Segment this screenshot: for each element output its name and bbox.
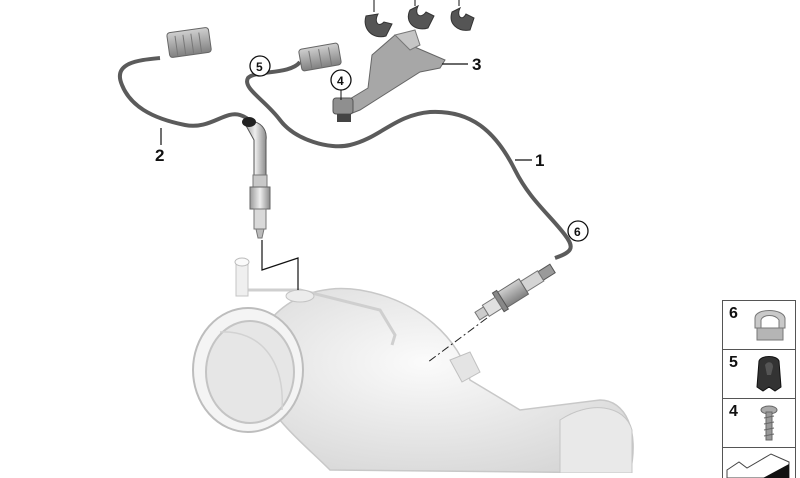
legend-item-4[interactable]: 4 <box>723 399 795 448</box>
screw-icon <box>760 405 778 441</box>
leader-line-2 <box>261 240 299 290</box>
callout-1: 1 <box>535 151 544 170</box>
svg-text:5: 5 <box>256 60 263 74</box>
callout-6-circled: 6 <box>567 220 589 242</box>
sensor-1-cable <box>245 60 573 260</box>
clips-top <box>364 0 475 38</box>
bracket-3 <box>332 29 446 122</box>
parts-legend: 6 5 4 <box>722 300 796 478</box>
svg-text:6: 6 <box>574 225 581 239</box>
callout-2: 2 <box>155 146 164 165</box>
sensor-1-connector <box>298 42 342 72</box>
catalytic-converter <box>192 257 634 473</box>
callout-4-circled: 4 <box>330 69 352 100</box>
partial-part-icon <box>726 453 790 478</box>
svg-text:4: 4 <box>337 74 344 88</box>
legend-label-5: 5 <box>729 354 738 371</box>
legend-label-4: 4 <box>729 403 738 420</box>
sensor-2-connector <box>166 27 212 58</box>
callout-3: 3 <box>472 55 481 74</box>
callout-5-circled: 5 <box>249 55 271 77</box>
sensor-2-body <box>242 117 271 239</box>
legend-item-5[interactable]: 5 <box>723 350 795 399</box>
legend-label-6: 6 <box>729 305 738 322</box>
dashdot-line-1 <box>427 317 488 363</box>
sensor-1-body <box>474 263 556 321</box>
sensor-2-cable <box>118 56 260 141</box>
legend-item-partial <box>723 448 795 478</box>
cable-clip-icon <box>756 356 782 392</box>
legend-item-6[interactable]: 6 <box>723 301 795 350</box>
cable-clamp-icon <box>754 310 786 341</box>
